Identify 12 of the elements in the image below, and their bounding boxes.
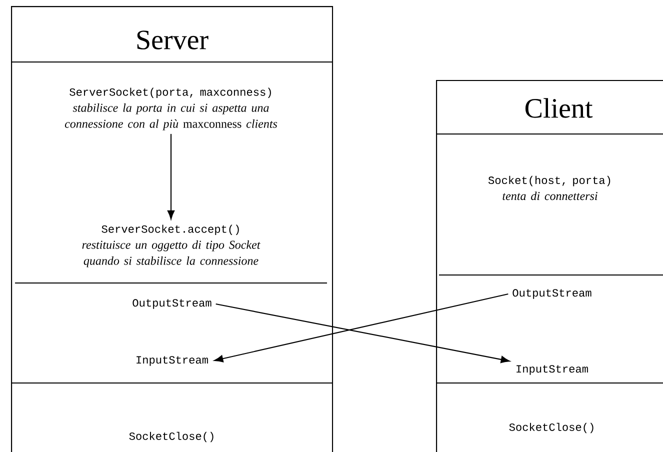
stream-label: OutputStream <box>512 289 592 299</box>
arrow <box>214 293 508 362</box>
method-text: SocketClose() <box>129 432 214 442</box>
arrow <box>167 134 175 220</box>
method-text: SocketClose() <box>509 422 594 434</box>
stream-label: InputStream <box>136 356 208 366</box>
stream-label: OutputStream <box>132 299 212 309</box>
method-text: ServerSocket.accept() restituisce un oggetto di tipo Socket quando si stabilisce la connessione <box>82 224 260 268</box>
constructor-text: Socket(host, porta) tenta di connettersi <box>488 176 610 200</box>
constructor-text: ServerSocket(porta, maxconness) stabilisce la porta in cui si aspetta una connessione con al più maxconness clients <box>64 88 278 130</box>
stream-label: InputStream <box>516 365 588 375</box>
arrow <box>216 303 510 364</box>
